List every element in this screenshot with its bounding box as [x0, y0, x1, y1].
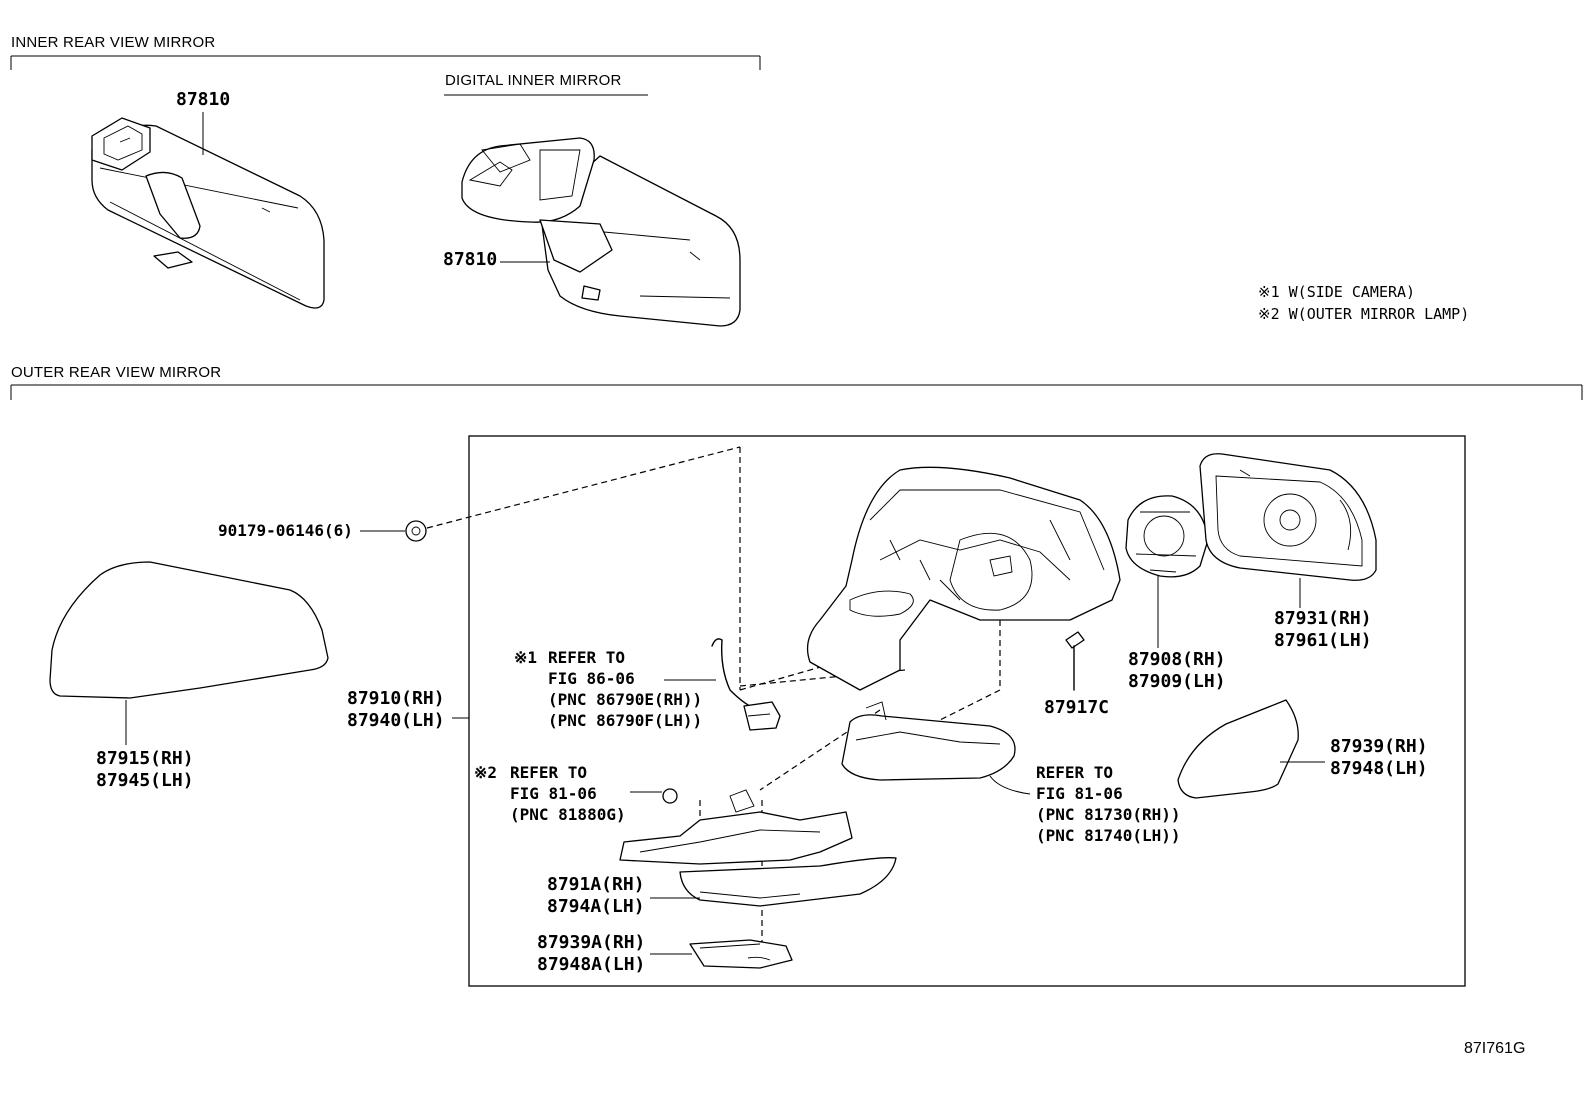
ref-turn-line4: (PNC 81740(LH))	[1036, 826, 1181, 845]
part-label-87810-digital: 87810	[443, 249, 498, 270]
ref-turn-line3: (PNC 81730(RH))	[1036, 805, 1181, 824]
lamp-bulb-drawing	[662, 788, 678, 804]
assembly-frame	[468, 435, 1466, 987]
mirror-glass-drawing	[1199, 453, 1377, 581]
mirror-body-drawing	[806, 466, 1121, 691]
ref-turn-line1: REFER TO	[1036, 763, 1114, 782]
part-label-87810-inner: 87810	[176, 89, 231, 110]
ref-camera-line4: (PNC 86790F(LH))	[548, 711, 703, 730]
part-label-90179: 90179-06146(6)	[218, 521, 353, 540]
part-label-87908: 87908(RH)	[1128, 649, 1226, 670]
leader-turn-signal	[989, 775, 1031, 795]
section-title-digital: DIGITAL INNER MIRROR	[445, 72, 622, 89]
turn-signal-drawing	[841, 701, 1016, 781]
note-outer-mirror-lamp: ※2 W(OUTER MIRROR LAMP)	[1258, 305, 1470, 323]
part-label-87940: 87940(LH)	[347, 710, 445, 731]
part-label-87931: 87931(RH)	[1274, 608, 1372, 629]
small-cover-drawing	[689, 939, 793, 969]
mirror-base-drawing	[619, 789, 897, 907]
actuator-drawing	[1125, 495, 1209, 578]
inner-section-bracket	[10, 55, 761, 96]
ref-camera-mark: ※1	[514, 648, 538, 667]
part-label-8794A: 8794A(LH)	[547, 896, 645, 917]
ref-lamp-mark: ※2	[474, 763, 498, 782]
ref-lamp-line1: REFER TO	[510, 763, 588, 782]
part-label-87917C: 87917C	[1044, 697, 1110, 718]
dashed-clip-line	[426, 446, 741, 529]
ref-camera-line3: (PNC 86790E(RH))	[548, 690, 703, 709]
ref-camera-line2: FIG 86-06	[548, 669, 635, 688]
figure-code: 87I761G	[1464, 1040, 1526, 1057]
part-label-87948A: 87948A(LH)	[537, 954, 646, 975]
part-label-87915: 87915(RH)	[96, 748, 194, 769]
part-label-87945: 87945(LH)	[96, 770, 194, 791]
part-label-87939A: 87939A(RH)	[537, 932, 646, 953]
screw-drawing	[1065, 631, 1085, 691]
lower-cover-drawing	[1177, 699, 1299, 799]
digital-mirror-drawing	[461, 137, 741, 327]
part-label-87909: 87909(LH)	[1128, 671, 1226, 692]
part-label-87939: 87939(RH)	[1330, 736, 1428, 757]
ref-lamp-line3: (PNC 81880G)	[510, 805, 626, 824]
section-title-outer: OUTER REAR VIEW MIRROR	[11, 364, 222, 381]
note-side-camera: ※1 W(SIDE CAMERA)	[1258, 283, 1416, 301]
section-title-inner: INNER REAR VIEW MIRROR	[11, 34, 216, 51]
part-label-87961: 87961(LH)	[1274, 630, 1372, 651]
camera-harness-drawing	[711, 638, 781, 731]
ref-camera-line1: REFER TO	[548, 648, 626, 667]
clip-drawing	[405, 520, 427, 542]
part-label-8791A: 8791A(RH)	[547, 874, 645, 895]
ref-turn-line2: FIG 81-06	[1036, 784, 1123, 803]
mirror-cover-drawing	[49, 561, 329, 699]
inner-mirror-drawing	[91, 117, 325, 309]
part-label-87910: 87910(RH)	[347, 688, 445, 709]
outer-section-bracket	[10, 384, 1583, 400]
part-label-87948: 87948(LH)	[1330, 758, 1428, 779]
ref-lamp-line2: FIG 81-06	[510, 784, 597, 803]
